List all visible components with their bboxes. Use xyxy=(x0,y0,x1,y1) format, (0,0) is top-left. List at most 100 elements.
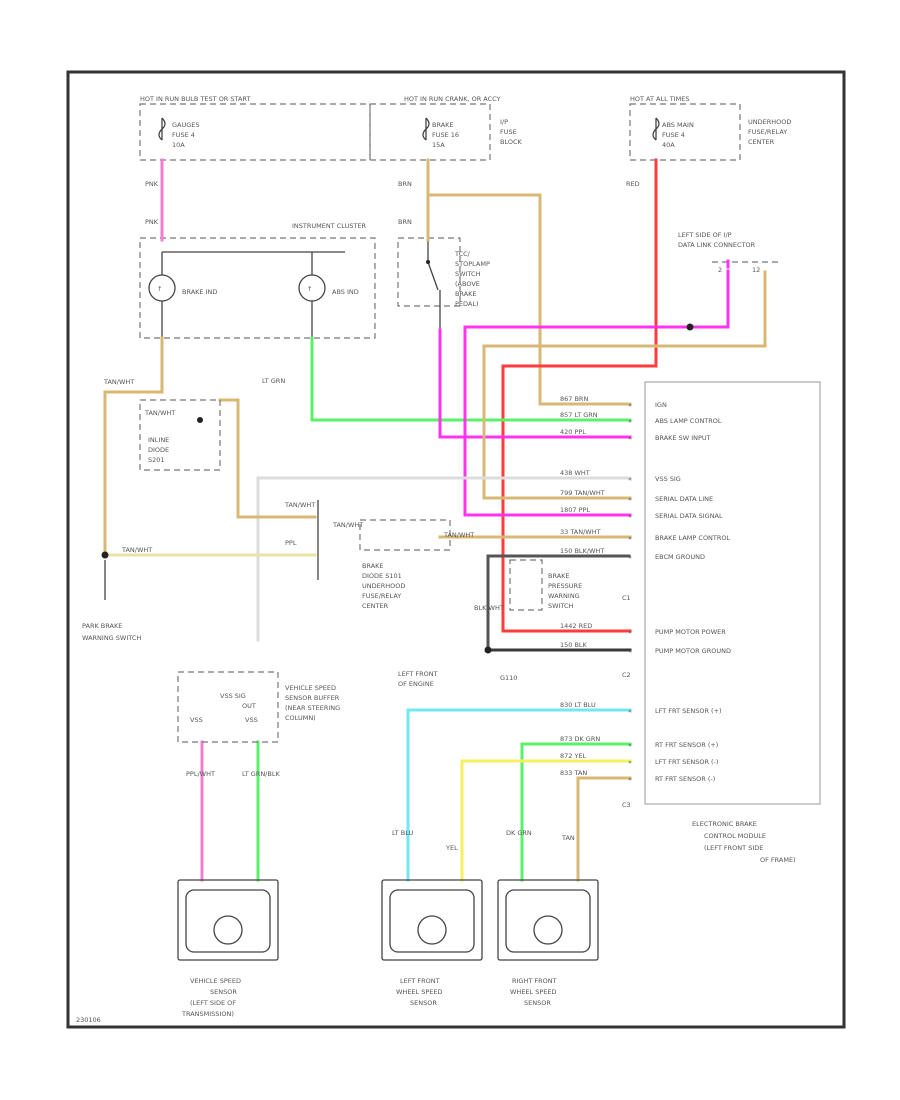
splice-dot-ground xyxy=(484,646,492,654)
fuse-right-symbol xyxy=(652,117,660,141)
stoplamp-line-3: SWITCH xyxy=(455,270,481,278)
svg-text:↑: ↑ xyxy=(307,285,312,293)
diode2-line-2: DIODE S101 xyxy=(362,572,402,580)
fuse-center-line-3: 15A xyxy=(432,141,445,149)
sensor-vss: VEHICLE SPEED SENSOR (LEFT SIDE OF TRANS… xyxy=(177,879,279,1018)
ebcm-wire-code-6: 33 TAN/WHT xyxy=(560,528,601,536)
wire-label-w17: LT BLU xyxy=(392,829,414,837)
ebcm-pin-arrow-2: « xyxy=(628,434,632,442)
stoplamp-line-6: PEDAL) xyxy=(455,300,479,308)
ebcm-connector-c1: C1 xyxy=(622,594,631,602)
park-brake-line-2: WARNING SWITCH xyxy=(82,634,141,642)
ebcm-wire-code-3: 438 WHT xyxy=(560,469,590,477)
wire-blkwht-ebcm-ground xyxy=(486,554,632,652)
vehicle-speed-sensor-buffer: VSS SIG OUT VSS VSS VEHICLE SPEED SENSOR… xyxy=(177,671,340,743)
fuse-block-right: HOT AT ALL TIMES ABS MAIN FUSE 4 40A UND… xyxy=(629,95,791,161)
diode1-line-2: DIODE xyxy=(148,446,169,454)
wire-ppl-brake-sw xyxy=(438,328,632,439)
pressure-line-2: PRESSURE xyxy=(548,582,582,590)
fuse-block-right-title: HOT AT ALL TIMES xyxy=(630,95,690,103)
lf-sensor-line-2: WHEEL SPEED xyxy=(396,988,442,996)
ground-line-3: G110 xyxy=(500,674,517,682)
fuse-block-center: HOT IN RUN CRANK, OR ACCY BRAKE FUSE 16 … xyxy=(369,95,523,161)
vssb-pin-4: VSS xyxy=(245,716,258,724)
pressure-line-3: WARNING xyxy=(548,592,580,600)
fuse-center-side-2: FUSE xyxy=(500,128,517,136)
pressure-line-4: SWITCH xyxy=(548,602,574,610)
wire-label-w18: YEL xyxy=(445,844,458,852)
ebcm-pin-arrow-13: « xyxy=(628,775,632,783)
fuse-block-center-title: HOT IN RUN CRANK, OR ACCY xyxy=(404,95,501,103)
ebcm-wire-code-12: 872 YEL xyxy=(560,752,587,760)
ebcm-pin-arrow-5: « xyxy=(628,512,632,520)
ebcm-wire-code-10: 830 LT BLU xyxy=(560,701,596,709)
splice-dot-park xyxy=(101,551,109,559)
data-link-connector: LEFT SIDE OF I/P DATA LINK CONNECTOR 2 1… xyxy=(678,231,780,274)
rf-sensor-line-1: RIGHT FRONT xyxy=(512,977,557,985)
vssb-pin-1: VSS SIG xyxy=(220,692,246,700)
ground-line-1: LEFT FRONT xyxy=(398,670,438,678)
fuse-left-line-1: GAUGES xyxy=(172,121,200,129)
inline-diode-s201: INLINE DIODE S201 xyxy=(139,399,221,471)
wire-label-w12: TAN/WHT xyxy=(332,521,363,529)
wire-label-w9: TAN/WHT xyxy=(121,546,152,554)
wire-label-w7: LT GRN xyxy=(262,377,285,385)
splice-dot-serial xyxy=(686,323,694,331)
ebcm-wire-code-0: 867 BRN xyxy=(560,395,588,403)
sensor-right-front-wheel: RIGHT FRONT WHEEL SPEED SENSOR xyxy=(497,879,599,1007)
fuse-right-line-1: ABS MAIN xyxy=(662,121,694,129)
wire-yel-lf-sensor xyxy=(460,759,632,882)
wire-label-w20: TAN xyxy=(561,834,575,842)
ground-line-2: OF ENGINE xyxy=(398,680,434,688)
fuse-left-line-3: 10A xyxy=(172,141,185,149)
ebcm-label-7: EBCM GROUND xyxy=(655,553,705,561)
ebcm-connector-c3: C3 xyxy=(622,801,631,809)
wire-label-w15: PPL/WHT xyxy=(186,770,215,778)
diode2-line-3: UNDERHOOD xyxy=(362,582,405,590)
dlc-pin-2: 2 xyxy=(718,266,722,274)
wire-label-w10: TAN/WHT xyxy=(284,501,315,509)
ebcm-wire-code-13: 833 TAN xyxy=(560,769,587,777)
wire-label-w14: BLK/WHT xyxy=(474,604,504,612)
wire-ltblu-lf-sensor xyxy=(406,708,632,882)
wire-label-w5: RED xyxy=(626,180,640,188)
ebcm-label-3: VSS SIG xyxy=(655,475,681,483)
wire-label-w19: DK GRN xyxy=(506,829,532,837)
cluster-title: INSTRUMENT CLUSTER xyxy=(292,222,367,230)
diode1-line-3: S201 xyxy=(148,456,165,464)
wire-label-w6: TAN/WHT xyxy=(103,378,134,386)
vssb-line-1: VEHICLE SPEED xyxy=(285,684,336,692)
fuse-left-symbol xyxy=(158,117,166,141)
ebcm-pin-arrow-12: « xyxy=(628,758,632,766)
vssb-pin-3: VSS xyxy=(190,716,203,724)
ebcm-wire-code-2: 420 PPL xyxy=(560,428,586,436)
wire-labels: PNK PNK BRN BRN RED TAN/WHT LT GRN TAN/W… xyxy=(103,180,640,852)
ebcm-label-10: LFT FRT SENSOR (+) xyxy=(655,707,722,715)
ebcm-title-1: ELECTRONIC BRAKE xyxy=(692,820,757,828)
wire-brn-brake-fuse xyxy=(426,158,632,406)
ebcm-wire-code-4: 799 TAN/WHT xyxy=(560,489,605,497)
ebcm-pin-arrow-0: « xyxy=(628,401,632,409)
ground-g110: LEFT FRONT OF ENGINE G110 xyxy=(398,670,517,688)
wire-label-w13: TAN/WHT xyxy=(443,531,474,539)
ebcm-wire-code-9: 150 BLK xyxy=(560,641,588,649)
fuse-center-line-1: BRAKE xyxy=(432,121,454,129)
lf-sensor-line-1: LEFT FRONT xyxy=(400,977,440,985)
stoplamp-switch: TCC/ STOPLAMP SWITCH (ABOVE BRAKE PEDAL) xyxy=(397,237,490,330)
diode2-line-1: BRAKE xyxy=(362,562,384,570)
vssb-line-3: (NEAR STEERING xyxy=(285,704,340,712)
wire-wht-vss-sig xyxy=(256,476,632,642)
stoplamp-line-1: TCC/ xyxy=(454,250,471,258)
ebcm-pin-arrow-6: « xyxy=(628,534,632,542)
park-brake-line-1: PARK BRAKE xyxy=(82,622,122,630)
ebcm-connector-c2: C2 xyxy=(622,671,631,679)
diagram-frame xyxy=(66,70,846,1029)
ebcm-wire-code-8: 1442 RED xyxy=(560,622,592,630)
park-brake-switch: PARK BRAKE WARNING SWITCH xyxy=(82,560,141,642)
ebcm-wire-code-5: 1807 PPL xyxy=(560,506,590,514)
vss-sensor-line-3: (LEFT SIDE OF xyxy=(190,999,236,1007)
wire-label-w8: TAN/WHT xyxy=(144,409,175,417)
ebcm-label-11: RT FRT SENSOR (+) xyxy=(655,741,718,749)
brake-pressure-switch: BRAKE PRESSURE WARNING SWITCH xyxy=(509,559,582,611)
